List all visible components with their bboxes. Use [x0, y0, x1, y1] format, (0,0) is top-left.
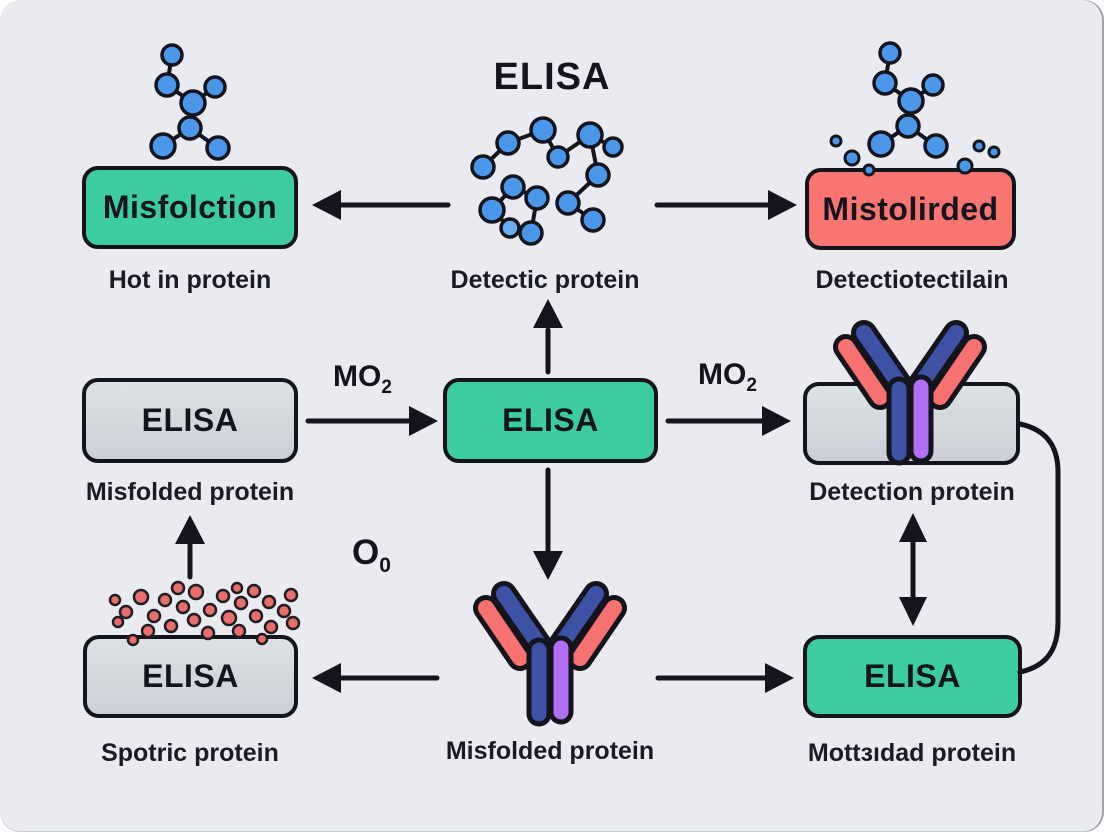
- antibody-icon-bottom: [486, 594, 614, 714]
- caption-bottom-left: Spotric protein: [101, 739, 279, 767]
- protein-cluster-icon: [470, 116, 624, 246]
- box-top-right: Mistolirded: [805, 168, 1016, 250]
- arrow-cluster-to-top-left: [312, 190, 451, 220]
- caption-top-center: Detectic protein: [450, 266, 640, 294]
- box-bottom-right-label: ELISA: [864, 658, 961, 694]
- box-top-left: Misfolction: [82, 166, 298, 249]
- diagram-title: ELISA: [493, 56, 611, 98]
- connector-line: [1017, 421, 1061, 675]
- box-mid-right: [803, 382, 1020, 465]
- annotation-mo2-right: MO2: [698, 358, 757, 396]
- protein-molecule-icon-left: [149, 43, 231, 161]
- box-top-right-label: Mistolirded: [822, 190, 999, 227]
- caption-top-right: Detectiotectilain: [815, 266, 1009, 294]
- protein-molecule-icon-right: [867, 41, 949, 159]
- arrow-double-vertical: [899, 513, 927, 626]
- box-bottom-left-label: ELISA: [142, 658, 239, 694]
- box-top-left-label: Misfolction: [102, 189, 278, 225]
- arrow-cluster-to-top-right: [654, 190, 797, 220]
- arrow-center-up: [533, 299, 563, 375]
- arrow-mid-left-to-center: [305, 406, 438, 436]
- annotation-mo2-left: MO2: [333, 360, 392, 398]
- box-mid-center-label: ELISA: [502, 402, 599, 438]
- box-mid-left: ELISA: [82, 378, 298, 463]
- caption-mid-right: Detection protein: [809, 478, 1015, 506]
- caption-bottom-right: Mottɜıdad protein: [807, 739, 1017, 767]
- arrow-antibody-to-bottom-left: [312, 663, 440, 693]
- box-mid-center: ELISA: [443, 378, 658, 463]
- box-bottom-right: ELISA: [803, 635, 1022, 718]
- box-mid-left-label: ELISA: [141, 402, 239, 438]
- arrow-center-to-mid-right: [665, 406, 791, 436]
- caption-bottom-center: Misfolded protein: [445, 737, 655, 765]
- arrow-bottom-left-up: [175, 515, 205, 580]
- box-bottom-left: ELISA: [83, 635, 298, 718]
- arrow-center-down: [533, 467, 563, 580]
- caption-mid-left: Misfolded protein: [85, 478, 295, 506]
- annotation-o0: O0: [352, 533, 391, 577]
- arrow-antibody-to-bottom-right: [655, 663, 794, 693]
- caption-top-left: Hot in protein: [108, 266, 272, 294]
